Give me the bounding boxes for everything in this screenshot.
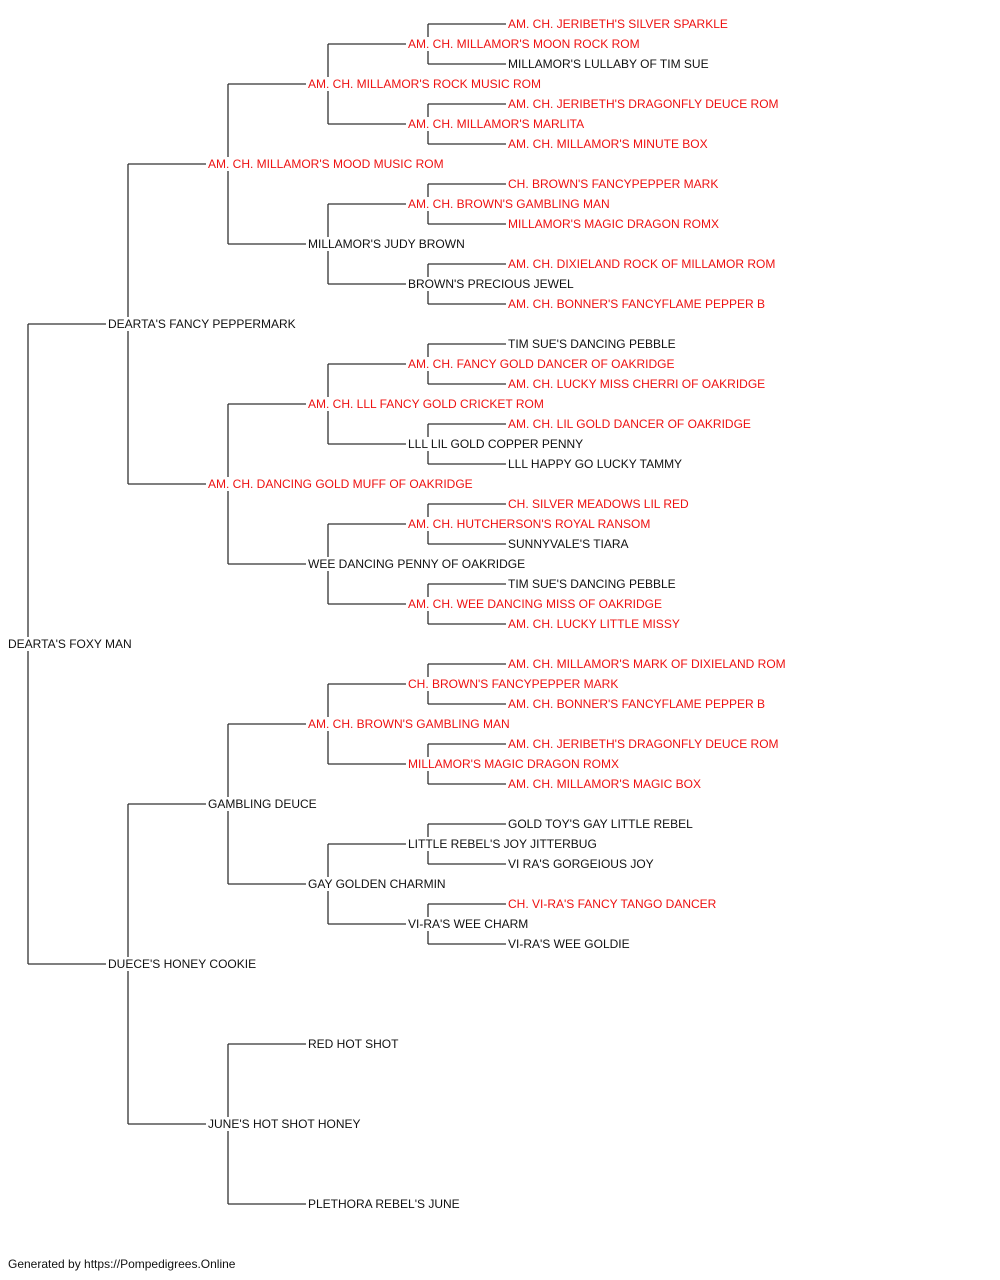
ancestor-name: AM. CH. LUCKY LITTLE MISSY: [508, 617, 682, 631]
ancestor-name: LLL LIL GOLD COPPER PENNY: [408, 437, 586, 451]
ancestor-name: AM. CH. MILLAMOR'S MARLITA: [408, 117, 587, 131]
ancestor-name: AM. CH. FANCY GOLD DANCER OF OAKRIDGE: [408, 357, 677, 371]
ancestor-name: AM. CH. MILLAMOR'S MOON ROCK ROM: [408, 37, 642, 51]
ancestor-name: CH. BROWN'S FANCYPEPPER MARK: [508, 177, 721, 191]
ancestor-name: SUNNYVALE'S TIARA: [508, 537, 631, 551]
ancestor-name: GAMBLING DEUCE: [208, 797, 319, 811]
ancestor-name: JUNE'S HOT SHOT HONEY: [208, 1117, 363, 1131]
ancestor-name: AM. CH. LIL GOLD DANCER OF OAKRIDGE: [508, 417, 753, 431]
ancestor-name: AM. CH. BROWN'S GAMBLING MAN: [308, 717, 512, 731]
ancestor-name: VI-RA'S WEE GOLDIE: [508, 937, 632, 951]
ancestor-name: AM. CH. DANCING GOLD MUFF OF OAKRIDGE: [208, 477, 475, 491]
ancestor-name: AM. CH. BROWN'S GAMBLING MAN: [408, 197, 612, 211]
subject-dog-name: DEARTA'S FOXY MAN: [8, 637, 134, 651]
ancestor-name: TIM SUE'S DANCING PEBBLE: [508, 577, 678, 591]
ancestor-name: AM. CH. MILLAMOR'S MOOD MUSIC ROM: [208, 157, 446, 171]
ancestor-name: WEE DANCING PENNY OF OAKRIDGE: [308, 557, 528, 571]
ancestor-name: AM. CH. BONNER'S FANCYFLAME PEPPER B: [508, 297, 768, 311]
ancestor-name: AM. CH. MILLAMOR'S MINUTE BOX: [508, 137, 710, 151]
ancestor-name: LITTLE REBEL'S JOY JITTERBUG: [408, 837, 599, 851]
ancestor-name: DEARTA'S FANCY PEPPERMARK: [108, 317, 298, 331]
ancestor-name: CH. BROWN'S FANCYPEPPER MARK: [408, 677, 621, 691]
ancestor-name: AM. CH. LUCKY MISS CHERRI OF OAKRIDGE: [508, 377, 768, 391]
ancestor-name: AM. CH. MILLAMOR'S MARK OF DIXIELAND ROM: [508, 657, 788, 671]
ancestor-name: GAY GOLDEN CHARMIN: [308, 877, 448, 891]
ancestor-name: VI RA'S GORGEIOUS JOY: [508, 857, 656, 871]
ancestor-name: AM. CH. JERIBETH'S DRAGONFLY DEUCE ROM: [508, 97, 781, 111]
ancestor-name: LLL HAPPY GO LUCKY TAMMY: [508, 457, 685, 471]
ancestor-name: AM. CH. JERIBETH'S DRAGONFLY DEUCE ROM: [508, 737, 781, 751]
ancestor-name: AM. CH. WEE DANCING MISS OF OAKRIDGE: [408, 597, 665, 611]
ancestor-name: RED HOT SHOT: [308, 1037, 401, 1051]
ancestor-name: TIM SUE'S DANCING PEBBLE: [508, 337, 678, 351]
ancestor-name: AM. CH. HUTCHERSON'S ROYAL RANSOM: [408, 517, 653, 531]
ancestor-name: AM. CH. BONNER'S FANCYFLAME PEPPER B: [508, 697, 768, 711]
ancestor-name: AM. CH. MILLAMOR'S MAGIC BOX: [508, 777, 703, 791]
ancestor-name: CH. SILVER MEADOWS LIL RED: [508, 497, 691, 511]
footer-credit: Generated by https://Pompedigrees.Online: [8, 1257, 236, 1271]
ancestor-name: DUECE'S HONEY COOKIE: [108, 957, 259, 971]
ancestor-name: BROWN'S PRECIOUS JEWEL: [408, 277, 576, 291]
ancestor-name: GOLD TOY'S GAY LITTLE REBEL: [508, 817, 695, 831]
ancestor-name: MILLAMOR'S LULLABY OF TIM SUE: [508, 57, 711, 71]
ancestor-name: MILLAMOR'S MAGIC DRAGON ROMX: [508, 217, 721, 231]
ancestor-name: PLETHORA REBEL'S JUNE: [308, 1197, 462, 1211]
ancestor-name: AM. CH. JERIBETH'S SILVER SPARKLE: [508, 17, 730, 31]
ancestor-name: MILLAMOR'S MAGIC DRAGON ROMX: [408, 757, 621, 771]
ancestor-name: AM. CH. DIXIELAND ROCK OF MILLAMOR ROM: [508, 257, 778, 271]
ancestor-name: AM. CH. MILLAMOR'S ROCK MUSIC ROM: [308, 77, 543, 91]
ancestor-name: AM. CH. LLL FANCY GOLD CRICKET ROM: [308, 397, 546, 411]
ancestor-name: VI-RA'S WEE CHARM: [408, 917, 531, 931]
ancestor-name: MILLAMOR'S JUDY BROWN: [308, 237, 467, 251]
ancestor-name: CH. VI-RA'S FANCY TANGO DANCER: [508, 897, 719, 911]
